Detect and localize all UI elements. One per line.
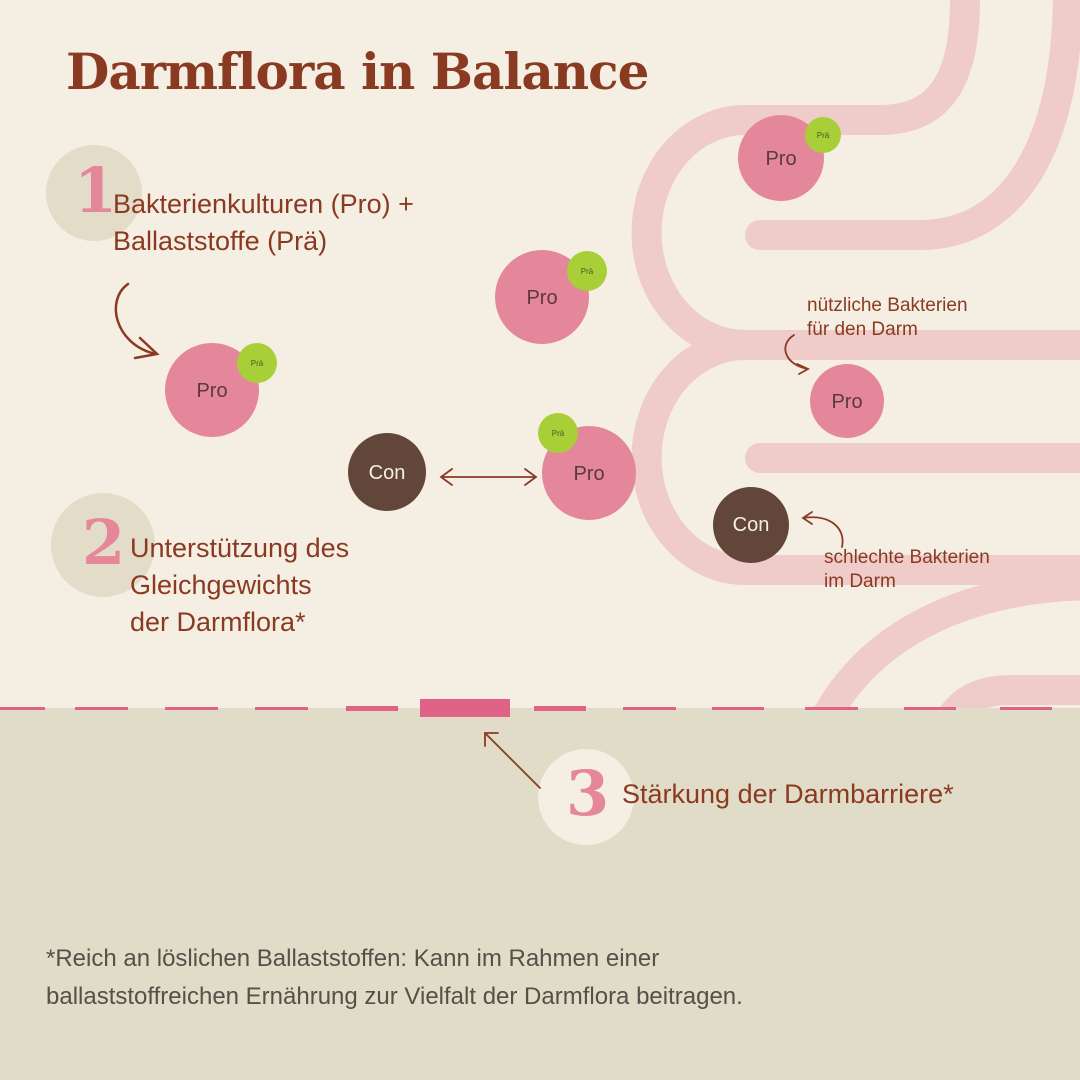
step-3-badge [538,749,634,845]
step-2-line-2: Gleichgewichts [130,570,312,600]
decoration [75,707,128,710]
bad-bacteria-label: schlechte Bakterien im Darm [824,546,990,594]
decoration [114,282,844,789]
bacterium-shape [495,250,589,344]
good-bacteria-line-1: nützliche Bakterien [807,295,968,316]
con-label: Con [369,462,406,484]
intestine-shape [631,0,1080,737]
pro-label: Pro [831,391,862,413]
double-arrow-icon [439,468,538,486]
bacterium-shape [713,487,789,563]
pro-bacterium-3: Pro Prä [538,413,636,520]
intestine-band-3 [806,570,1080,737]
bottom-panel [0,708,1080,1080]
curved-arrow-icon [114,282,160,360]
decoration [534,706,586,711]
bacterium-shape [738,115,824,201]
decoration [0,708,1080,738]
decoration [346,706,398,711]
good-bacteria-arrow-icon [784,334,810,375]
intestine-upper-loop [631,0,1080,360]
bad-bacteria-line-2: im Darm [824,571,896,592]
gut-barrier-line [0,699,1052,717]
step-2-number: 2 [82,506,126,579]
decoration [1000,707,1052,710]
prae-label: Prä [581,267,594,276]
barrier-arrow-icon [484,732,541,789]
pro-label: Pro [526,287,557,309]
intestine-band-1 [745,0,1080,250]
pro-label: Pro [196,380,227,402]
decoration [712,707,764,710]
bad-bacteria-arrow-icon [801,511,844,548]
bacterium-shape [810,364,884,438]
good-bacteria-line-2: für den Darm [807,319,918,340]
footnote-line-1: *Reich an löslichen Ballaststoffen: Kann… [46,945,660,972]
step-3-number: 3 [566,757,610,830]
decoration [255,707,308,710]
decoration [904,707,956,710]
bacterium-shape [165,343,259,437]
bacterium-shape [805,117,841,153]
step-2-badge [51,493,155,597]
prae-label: Prä [817,131,830,140]
pro-label: Pro [573,463,604,485]
prae-label: Prä [552,429,565,438]
bacterium-shape [237,343,277,383]
con-bacterium-2: Con [713,487,789,563]
con-bacterium-1: Con [348,433,426,511]
barrier-highlight [420,699,510,717]
step-3-text: Stärkung der Darmbarriere* [622,779,954,809]
pro-bacterium-1: Pro Prä [165,343,277,437]
step-1-text: Bakterienkulturen (Pro) + Ballaststoffe … [113,186,414,260]
footnote-line-2: ballaststoffreichen Ernährung zur Vielfa… [46,983,743,1010]
intestine-lower-loop [631,330,1080,585]
bacterium-shape [348,433,426,511]
decoration [0,707,45,710]
step-2-line-1: Unterstützung des [130,533,350,563]
bacterium-shape [538,413,578,453]
step-1-number: 1 [74,154,118,227]
step-1-badge [46,145,142,241]
step-2-line-3: der Darmflora* [130,607,306,637]
pro-label: Pro [765,148,796,170]
good-bacteria-label: nützliche Bakterien für den Darm [807,294,968,342]
step-1-line-2: Ballaststoffe (Prä) [113,226,328,256]
decoration [165,707,218,710]
decoration [623,707,676,710]
pro-bacterium-2: Pro Prä [495,250,607,344]
footnote: *Reich an löslichen Ballaststoffen: Kann… [46,940,1046,1016]
pro-bacterium-5: Pro [810,364,884,438]
page-title: Darmflora in Balance [66,42,649,101]
bacterium-shape [567,251,607,291]
decoration [805,707,858,710]
bad-bacteria-line-1: schlechte Bakterien [824,547,990,568]
pro-bacterium-4: Pro Prä [738,115,841,201]
prae-label: Prä [251,359,264,368]
step-2-text: Unterstützung des Gleichgewichts der Dar… [130,530,349,641]
step-1-line-1: Bakterienkulturen (Pro) + [113,189,414,219]
con-label: Con [733,514,770,536]
